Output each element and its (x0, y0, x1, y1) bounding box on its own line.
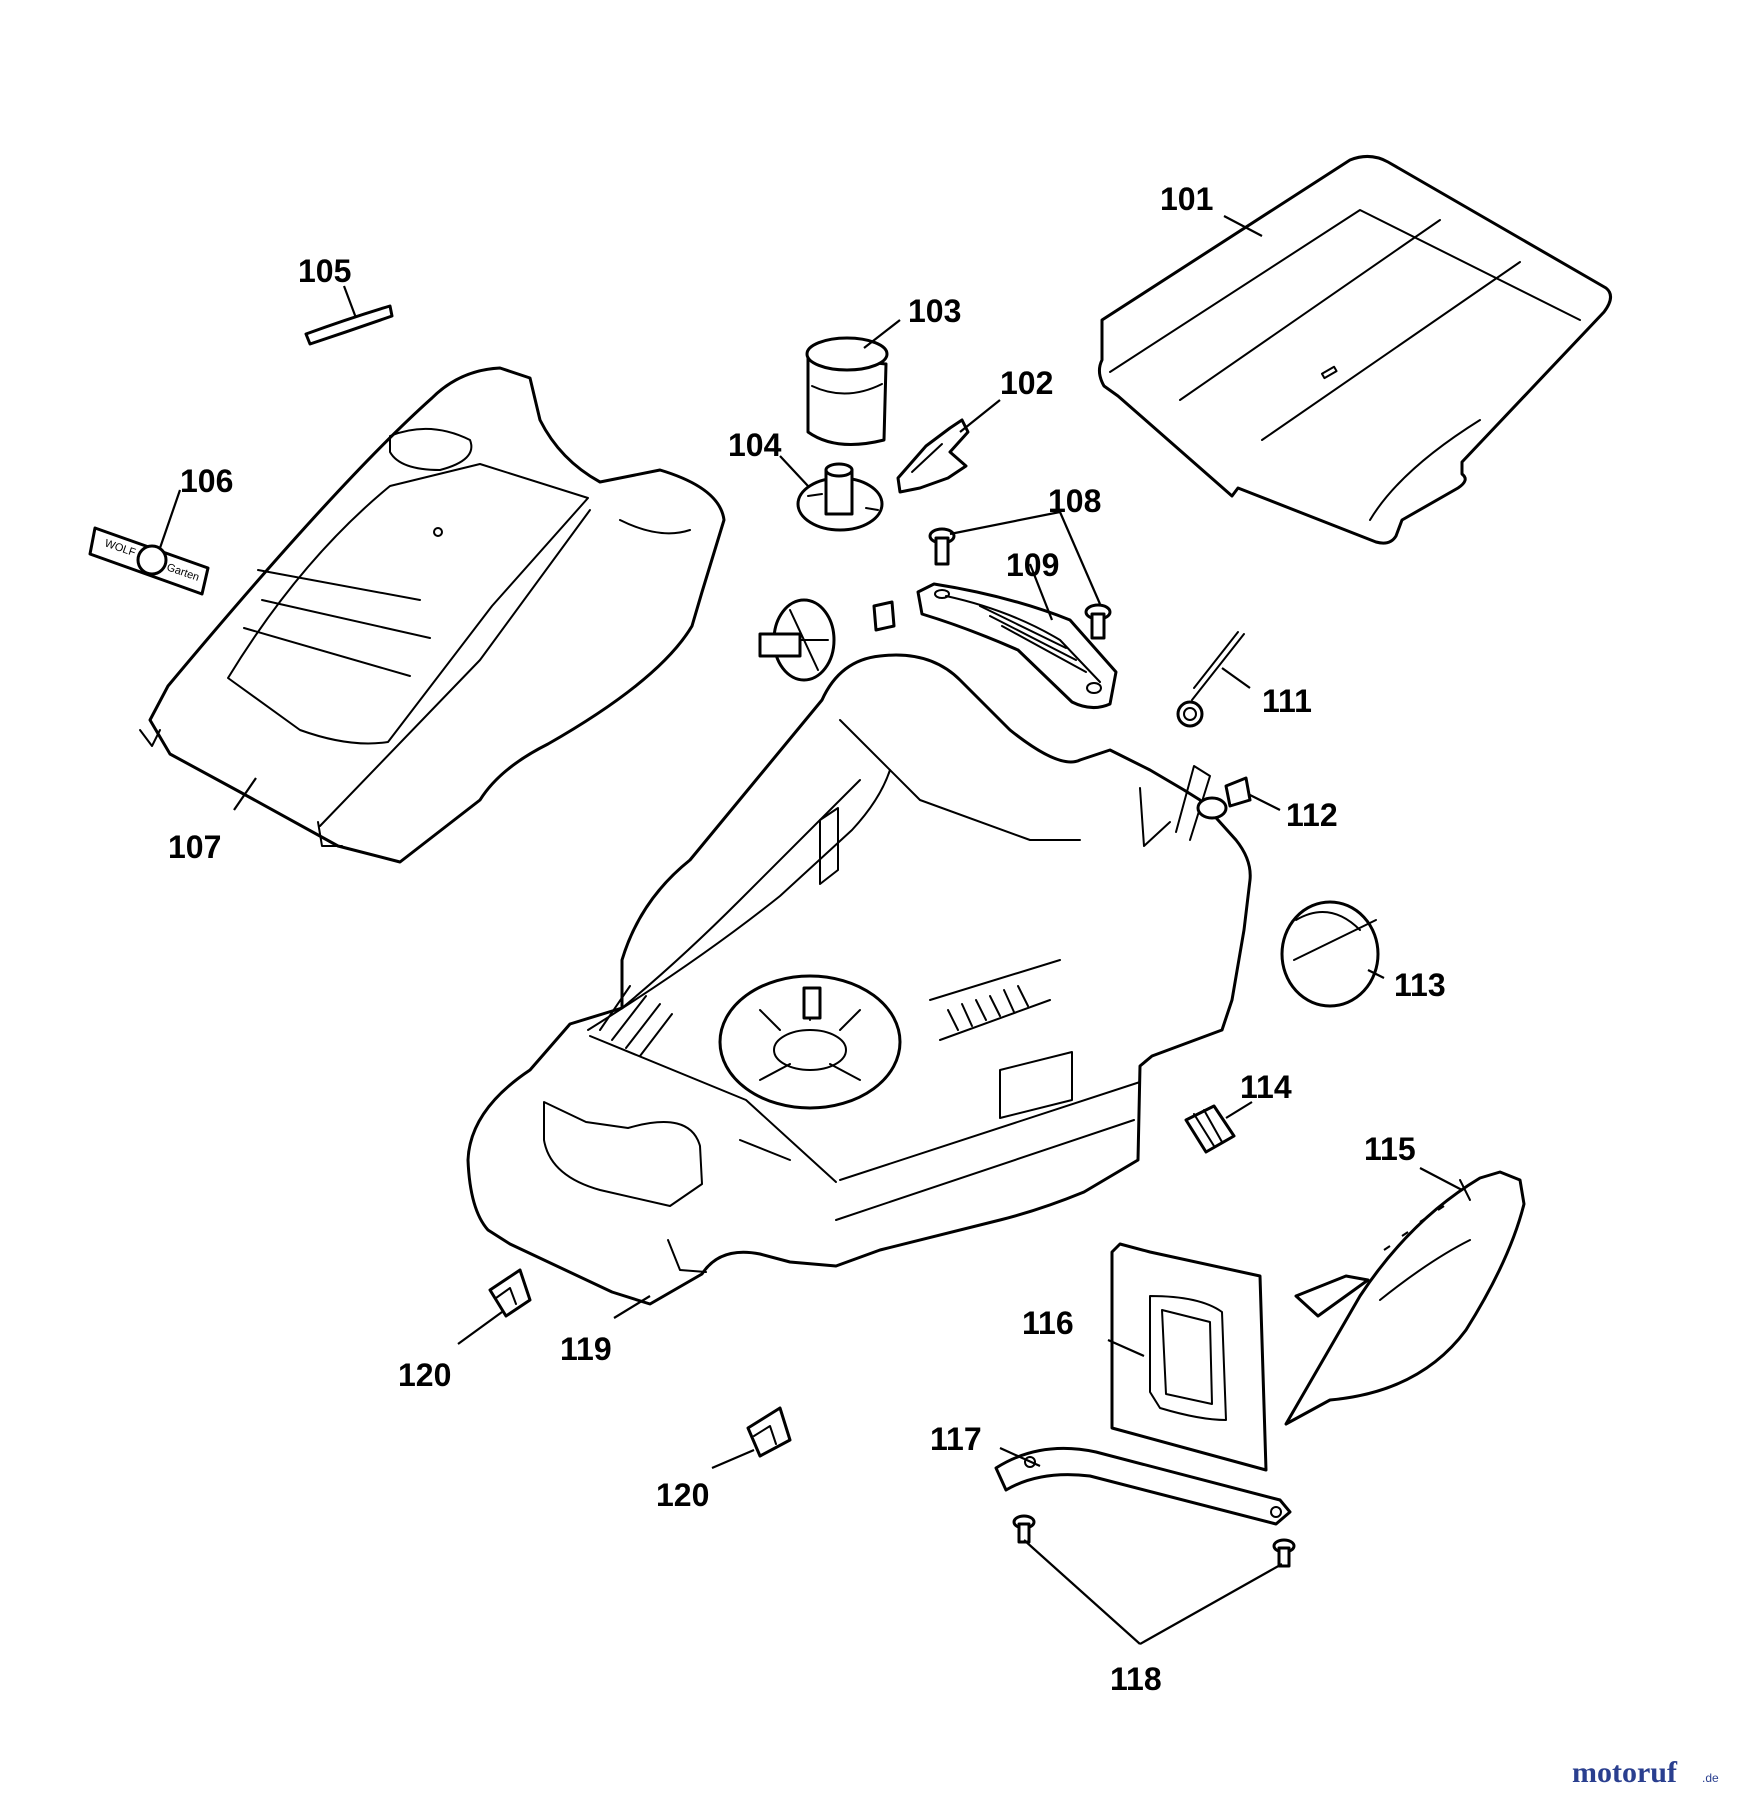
part-109-grip (916, 582, 1118, 709)
part-number-labels: 101 102 103 104 105 106 107 108 109 111 … (168, 181, 1446, 1697)
part-120-clip-lower (746, 1406, 792, 1458)
part-104-hub (796, 462, 884, 532)
label-107: 107 (168, 829, 221, 865)
label-106: 106 (180, 463, 233, 499)
part-107-upper-housing (139, 366, 726, 864)
part-120-clip-upper (488, 1268, 532, 1318)
label-113: 113 (1394, 967, 1446, 1003)
label-109: 109 (1006, 547, 1059, 583)
label-103: 103 (908, 293, 961, 329)
watermark-logo: motoruf .de (1572, 1756, 1719, 1789)
part-119-deck (466, 653, 1252, 1306)
watermark-main: motoruf (1572, 1756, 1678, 1789)
label-114: 114 (1240, 1069, 1292, 1105)
label-118: 118 (1110, 1661, 1162, 1697)
leader-lines (158, 215, 1463, 1645)
label-101: 101 (1160, 181, 1213, 217)
part-113-knob (1280, 900, 1380, 1008)
label-104: 104 (728, 427, 782, 463)
label-112: 112 (1286, 797, 1338, 833)
label-120-lower: 120 (656, 1477, 709, 1513)
label-120-upper: 120 (398, 1357, 451, 1393)
part-117-strip (994, 1446, 1292, 1526)
label-116: 116 (1022, 1305, 1074, 1341)
label-108: 108 (1048, 483, 1101, 519)
part-106-badge: WOLF Garten (88, 526, 210, 596)
part-101-lid (1097, 155, 1612, 545)
watermark-suffix: .de (1702, 1771, 1719, 1785)
part-114-spring (1184, 1104, 1236, 1154)
label-102: 102 (1000, 365, 1053, 401)
part-hub-left (758, 598, 836, 682)
part-118-screws (1012, 1514, 1296, 1568)
label-111: 111 (1262, 683, 1312, 719)
part-nut (872, 600, 896, 632)
label-119: 119 (560, 1331, 612, 1367)
part-116-plate (1110, 1242, 1268, 1472)
part-108-screws (928, 527, 1112, 640)
part-105-tube (304, 304, 394, 346)
part-115-deflector (1284, 1170, 1526, 1426)
part-102-lever (896, 418, 970, 494)
label-105: 105 (298, 253, 351, 289)
label-115: 115 (1364, 1131, 1416, 1167)
part-103-cap (805, 336, 889, 446)
part-111-spring (1176, 631, 1245, 728)
label-117: 117 (930, 1421, 982, 1457)
part-112-nut (1224, 776, 1252, 808)
